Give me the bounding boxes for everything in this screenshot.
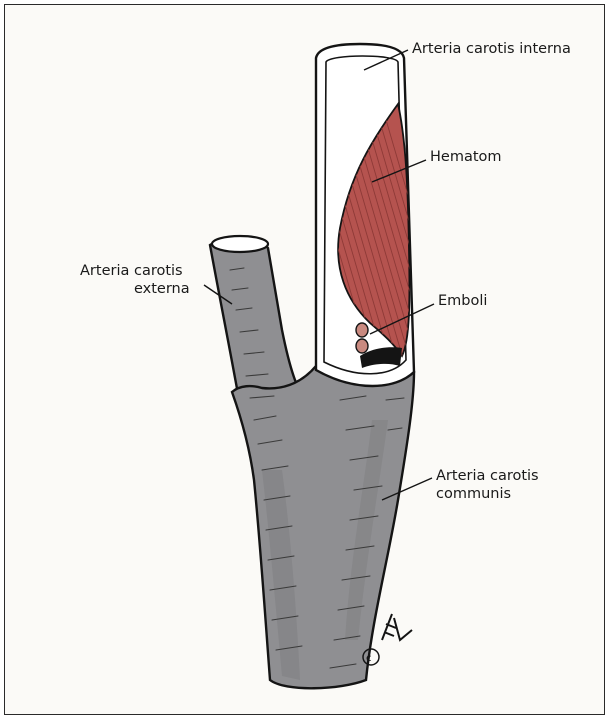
label-externa-line2: externa (134, 280, 190, 298)
label-communis-line2: communis (436, 485, 511, 503)
label-hematom: Hematom (430, 148, 502, 166)
label-arteria-carotis-interna: Arteria carotis interna (412, 40, 571, 58)
label-communis-line1: Arteria carotis (436, 467, 539, 485)
label-emboli: Emboli (438, 292, 487, 310)
svg-text:c: c (366, 653, 372, 664)
label-externa-line1: Arteria carotis (80, 262, 183, 280)
externa-lumen-opening (212, 236, 268, 252)
arteria-carotis-communis (232, 364, 414, 688)
